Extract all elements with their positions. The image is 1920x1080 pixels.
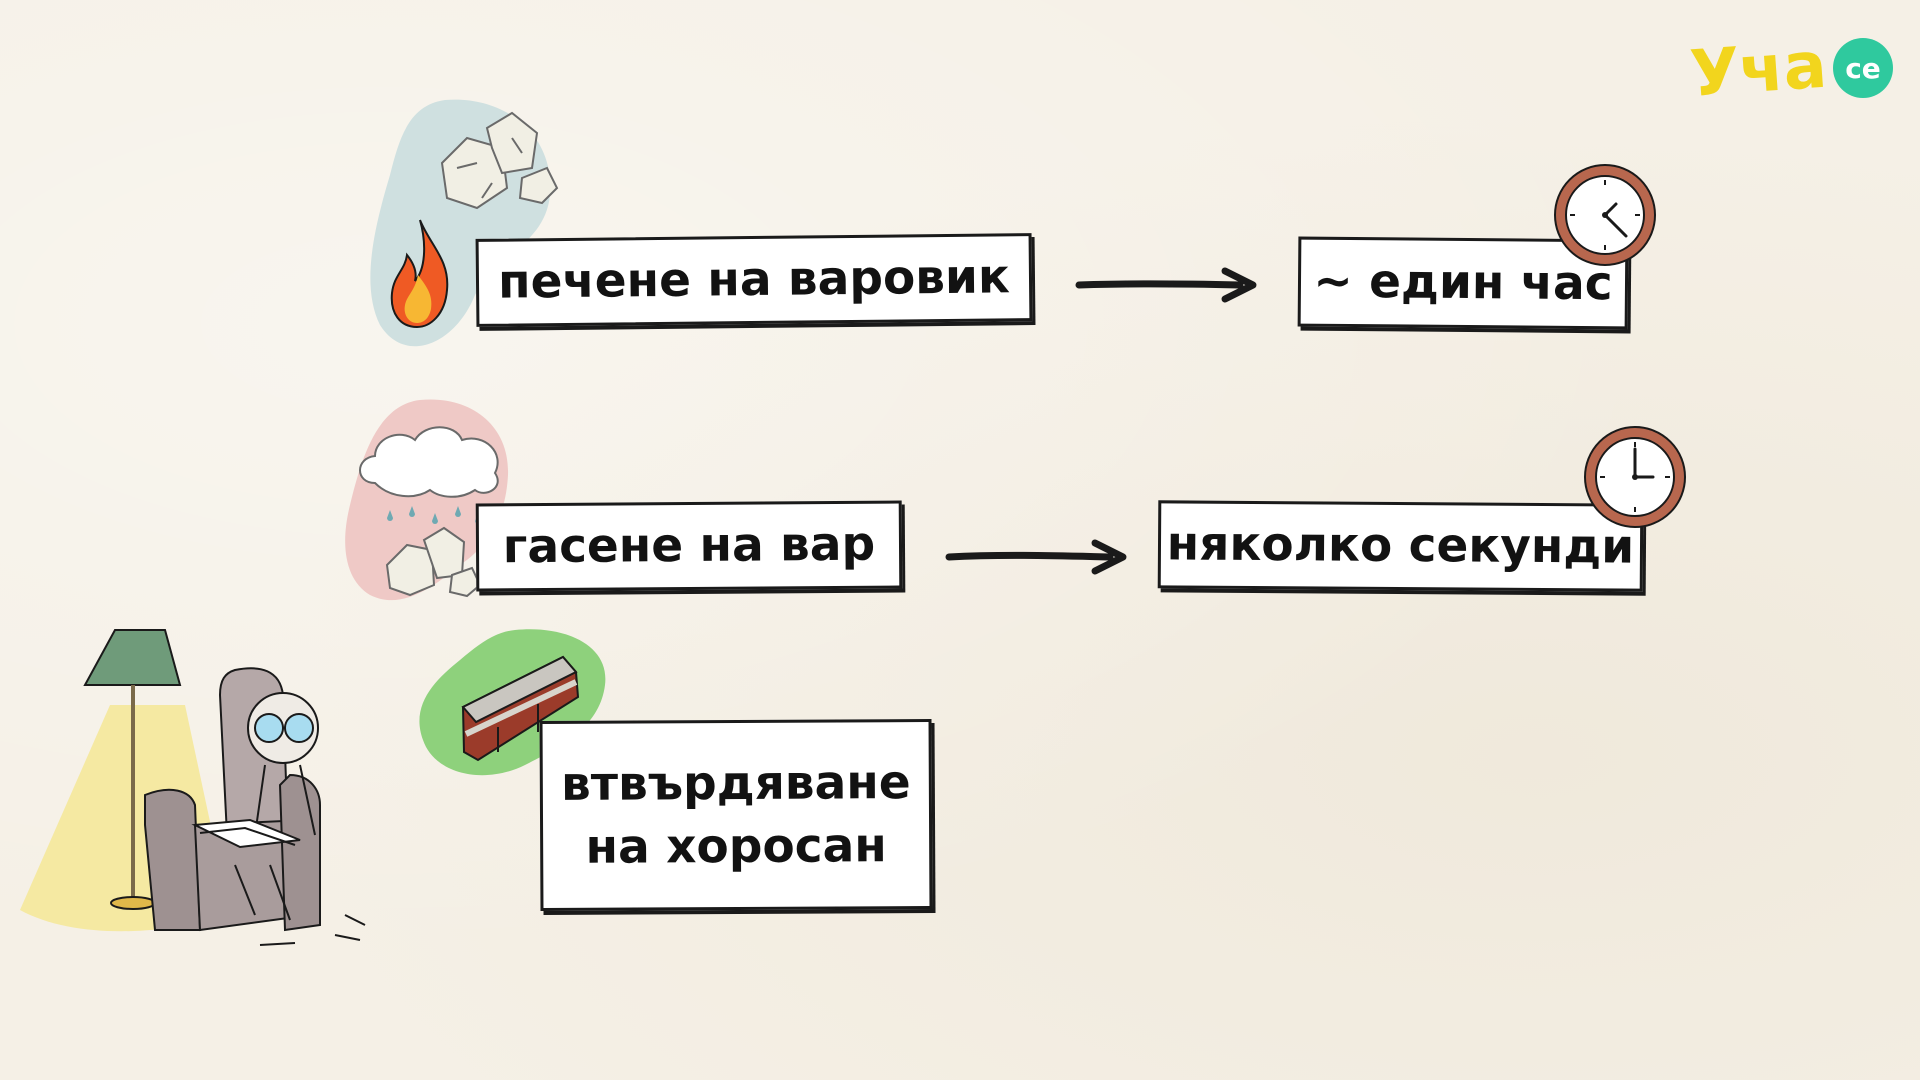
- process-label-mortar-hardening: втвърдяване на хоросан: [539, 718, 933, 912]
- brick-mortar-icon: [461, 655, 580, 762]
- limestone-rocks-icon: [440, 111, 559, 210]
- process-text-line1: втвърдяване: [560, 754, 911, 812]
- logo-badge: [1833, 38, 1893, 98]
- arrow-right-icon: [1075, 267, 1257, 303]
- process-text: гасене на вар: [502, 516, 876, 575]
- process-text: печене на варовик: [497, 249, 1011, 310]
- logo: Уча се: [1688, 29, 1893, 108]
- rain-cloud-icon: [359, 426, 499, 524]
- logo-badge-text: се: [1845, 52, 1881, 85]
- floor-lamp-icon: [83, 629, 182, 910]
- clock-icon: [1584, 426, 1686, 528]
- process-label-limestone-burning: печене на варовик: [475, 233, 1033, 327]
- clock-icon: [1554, 164, 1656, 266]
- process-text-line2: на хоросан: [585, 818, 887, 875]
- process-label-lime-slaking: гасене на вар: [475, 500, 903, 592]
- person-reading-illustration: [20, 629, 366, 946]
- duration-text: няколко секунди: [1166, 516, 1635, 575]
- duration-label-few-seconds: няколко секунди: [1157, 500, 1644, 592]
- arrow-right-icon: [945, 539, 1127, 575]
- fire-icon: [390, 219, 449, 329]
- reader-icon: [234, 692, 319, 921]
- lime-rocks-icon: [385, 526, 482, 598]
- book-icon: [191, 818, 301, 849]
- logo-text: Уча: [1688, 29, 1829, 108]
